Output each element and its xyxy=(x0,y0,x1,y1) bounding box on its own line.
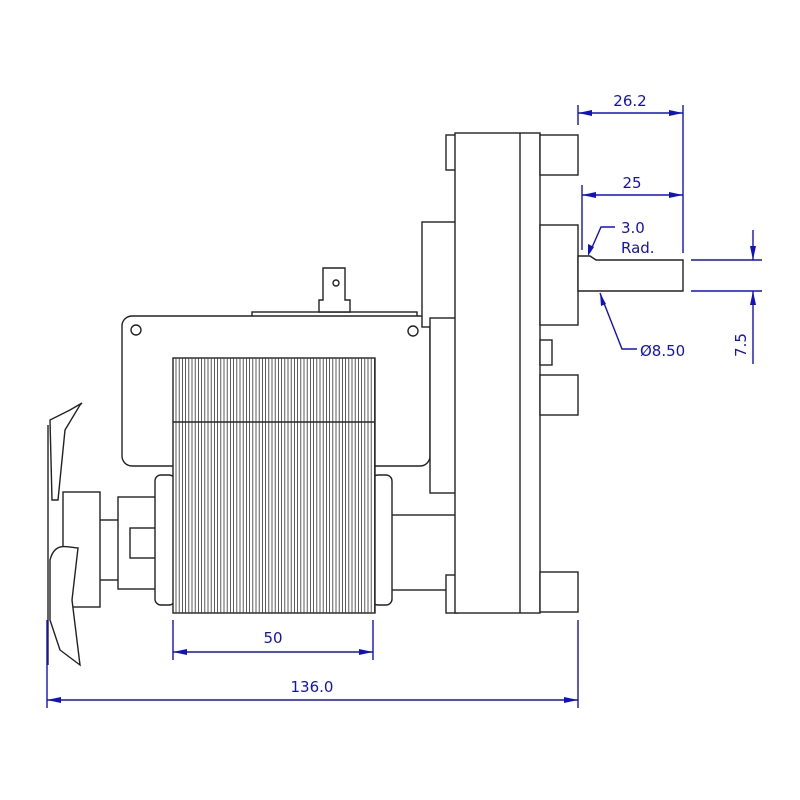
dim-fillet-unit: Rad. xyxy=(621,239,655,257)
dimension-overall: 136.0 xyxy=(46,620,579,708)
fan xyxy=(47,402,393,667)
dim-shaft-length: 25 xyxy=(622,174,641,192)
dim-overall-length: 136.0 xyxy=(291,678,334,696)
dim-fillet-radius: 3.0 xyxy=(621,219,645,237)
stator-laminations xyxy=(172,357,376,614)
dimension-shaft: 26.2 25 3.0 Rad. Ø8.50 7.5 xyxy=(577,92,762,364)
dim-shaft-diameter: Ø8.50 xyxy=(640,342,685,360)
dim-stator-width: 50 xyxy=(263,629,282,647)
terminal-tab xyxy=(251,267,418,319)
dimension-stator: 50 xyxy=(172,620,374,660)
gearbox xyxy=(374,132,684,614)
dim-shaft-total: 26.2 xyxy=(613,92,646,110)
dim-flat-depth: 7.5 xyxy=(732,333,750,357)
